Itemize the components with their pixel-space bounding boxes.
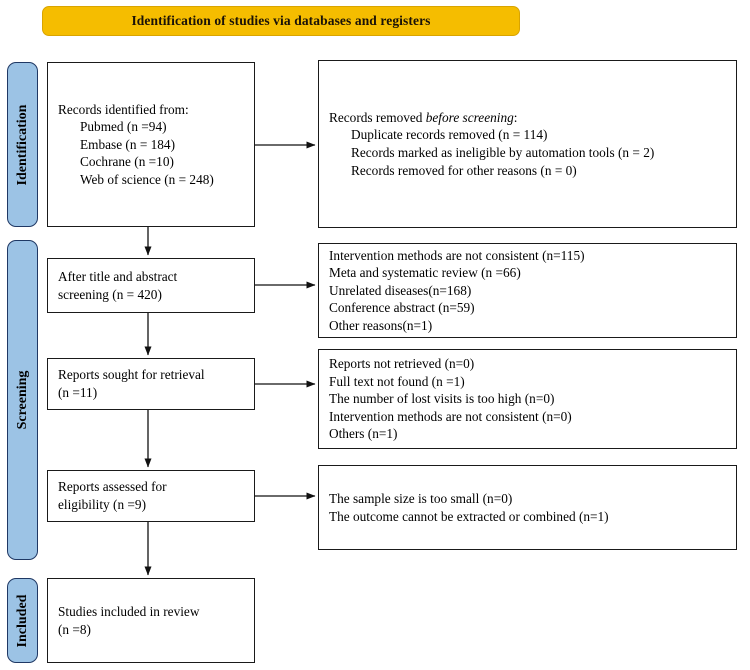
removed-reason-other: Records removed for other reasons (n = 0… <box>351 162 577 178</box>
reports-assessed-line-2: eligibility (n =9) <box>58 497 147 512</box>
node-records-removed-before-screening: Records removed before screening: Duplic… <box>318 60 737 228</box>
not-retrieved-reason-others: Others (n=1) <box>329 426 398 442</box>
node-studies-included-review: Studies included in review (n =8) <box>47 578 255 663</box>
phase-label-included-text: Included <box>14 594 30 647</box>
title-abstract-line-2: screening (n = 420) <box>58 286 162 302</box>
diagram-title-banner: Identification of studies via databases … <box>42 6 520 36</box>
node-reports-not-retrieved: Reports not retrieved (n=0) Full text no… <box>318 349 737 449</box>
removed-reason-automation: Records marked as ineligible by automati… <box>351 145 655 160</box>
not-retrieved-reason-lost-visits: The number of lost visits is too high (n… <box>329 391 555 407</box>
excluded-elig-reason-outcome: The outcome cannot be extracted or combi… <box>329 508 609 524</box>
node-records-identified: Records identified from: Pubmed (n =94) … <box>47 62 255 227</box>
records-removed-heading: Records removed before screening: <box>329 109 726 127</box>
not-retrieved-reason-reports: Reports not retrieved (n=0) <box>329 356 475 372</box>
studies-included-line-1: Studies included in review <box>58 603 200 619</box>
records-removed-heading-prefix: Records removed <box>329 109 426 125</box>
node-title-abstract-screening: After title and abstract screening (n = … <box>47 258 255 313</box>
records-removed-heading-suffix: : <box>513 109 518 125</box>
source-web-of-science: Web of science (n = 248) <box>80 171 214 187</box>
title-abstract-line-1: After title and abstract <box>58 268 178 284</box>
reports-sought-line-1: Reports sought for retrieval <box>58 367 205 383</box>
records-removed-heading-italic: before screening <box>425 109 514 125</box>
source-cochrane: Cochrane (n =10) <box>80 154 174 170</box>
node-reports-excluded-eligibility: The sample size is too small (n=0) The o… <box>318 465 737 550</box>
excluded-reason-other: Other reasons(n=1) <box>329 317 433 333</box>
reports-sought-line-2: (n =11) <box>58 385 98 400</box>
node-reports-sought-retrieval: Reports sought for retrieval (n =11) <box>47 358 255 410</box>
phase-label-screening: Screening <box>7 240 38 560</box>
studies-included-line-2: (n =8) <box>58 621 91 637</box>
not-retrieved-reason-full-text: Full text not found (n =1) <box>329 373 465 389</box>
excluded-reason-unrelated-diseases: Unrelated diseases(n=168) <box>329 282 472 298</box>
reports-assessed-line-1: Reports assessed for <box>58 479 167 495</box>
not-retrieved-reason-intervention: Intervention methods are not consistent … <box>329 408 572 424</box>
excluded-reason-intervention: Intervention methods are not consistent … <box>329 247 585 263</box>
phase-label-included: Included <box>7 578 38 663</box>
excluded-reason-conference-abstract: Conference abstract (n=59) <box>329 300 475 316</box>
excluded-reason-meta-review: Meta and systematic review (n =66) <box>329 265 521 281</box>
excluded-elig-reason-sample-size: The sample size is too small (n=0) <box>329 490 513 506</box>
removed-reason-duplicates: Duplicate records removed (n = 114) <box>351 127 548 143</box>
phase-label-screening-text: Screening <box>14 370 30 430</box>
diagram-title-text: Identification of studies via databases … <box>131 13 431 28</box>
source-pubmed: Pubmed (n =94) <box>80 119 167 135</box>
phase-label-identification-text: Identification <box>14 104 30 185</box>
node-reports-assessed-eligibility: Reports assessed for eligibility (n =9) <box>47 470 255 522</box>
source-embase: Embase (n = 184) <box>80 136 176 152</box>
phase-label-identification: Identification <box>7 62 38 227</box>
records-identified-heading: Records identified from: <box>58 101 189 117</box>
node-records-excluded-after-screening: Intervention methods are not consistent … <box>318 243 737 338</box>
